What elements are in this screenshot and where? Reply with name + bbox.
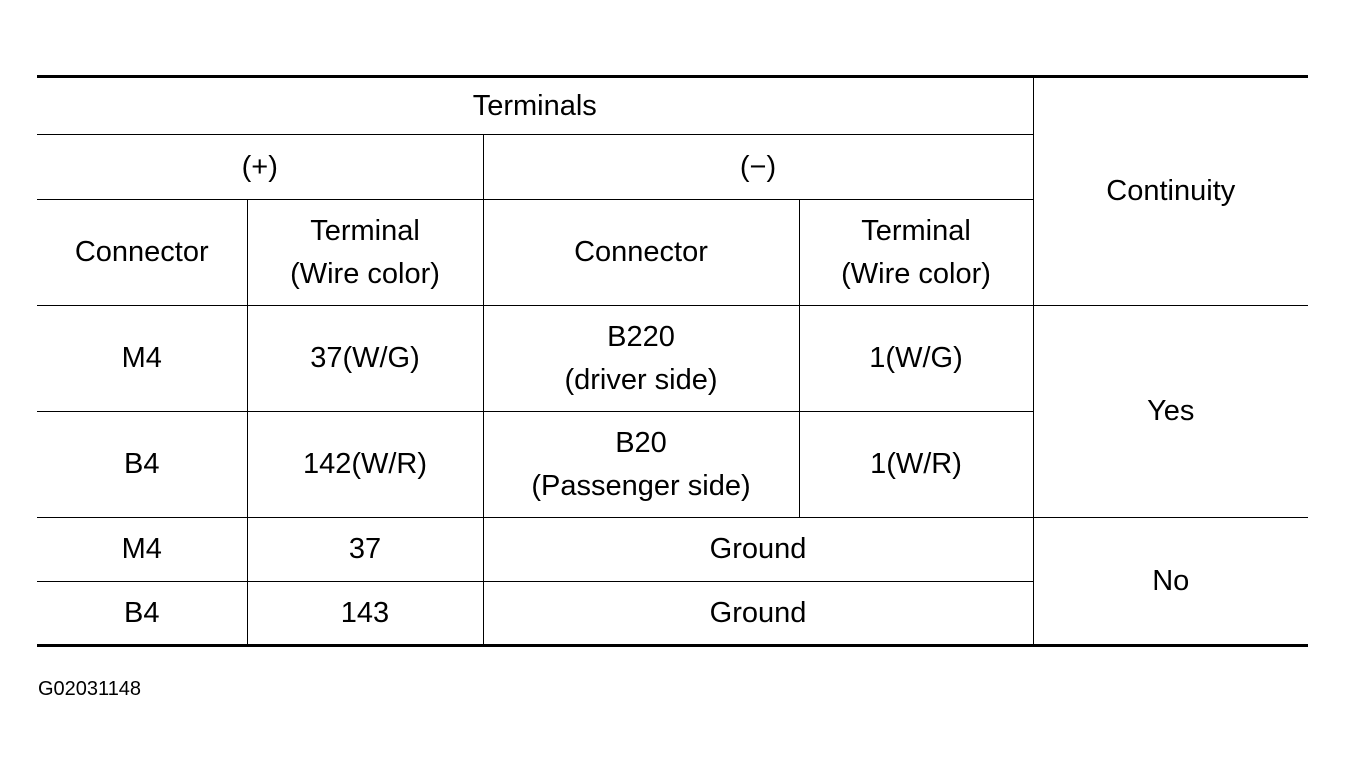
cell-plus-connector: B4 <box>37 411 248 518</box>
header-row-polarity: (+) (−) <box>37 134 1308 200</box>
header-row-columns: Connector Terminal (Wire color) Connecto… <box>37 199 1308 306</box>
header-continuity: Continuity <box>1032 76 1309 306</box>
table-row: B4 143 Ground <box>37 581 1308 646</box>
cell-minus-connector-line1: B20 <box>615 427 667 460</box>
cell-plus-terminal: 37 <box>246 517 484 582</box>
header-row-terminals: Terminals Continuity <box>37 76 1309 306</box>
cell-minus-connector: B20 (Passenger side) <box>482 411 800 518</box>
cell-minus-connector-line1: B220 <box>607 321 675 354</box>
cell-continuity-no: No <box>1032 517 1309 646</box>
header-minus-terminal-line1: Terminal <box>861 215 971 248</box>
cell-plus-connector: M4 <box>37 517 248 582</box>
figure-id: G02031148 <box>38 678 142 700</box>
cell-continuity-yes: Yes <box>1032 305 1309 518</box>
header-minus-terminal-line2: (Wire color) <box>841 257 991 290</box>
header-minus-connector: Connector <box>482 199 800 306</box>
continuity-table-wrapper: Terminals Continuity (+) (−) Connector T… <box>37 75 1309 647</box>
header-minus-terminal: Terminal (Wire color) <box>798 199 1034 306</box>
cell-minus-terminal: 1(W/R) <box>798 411 1034 518</box>
cell-plus-terminal: 142(W/R) <box>246 411 484 518</box>
continuity-table: Terminals Continuity (+) (−) Connector T… <box>37 75 1309 647</box>
cell-plus-terminal: 37(W/G) <box>246 305 484 412</box>
header-minus: (−) <box>482 134 1034 200</box>
header-plus-connector: Connector <box>37 199 248 306</box>
header-terminals: Terminals <box>37 76 1034 135</box>
cell-minus-terminal: 1(W/G) <box>798 305 1034 412</box>
header-plus-terminal-line2: (Wire color) <box>290 257 440 290</box>
cell-minus-connector-line2: (driver side) <box>564 363 718 396</box>
cell-minus-ground: Ground <box>482 517 1034 582</box>
header-plus-terminal: Terminal (Wire color) <box>246 199 484 306</box>
cell-plus-connector: B4 <box>37 581 248 646</box>
cell-minus-ground: Ground <box>482 581 1034 646</box>
header-plus: (+) <box>37 134 484 200</box>
table-row: M4 37(W/G) B220 (driver side) 1(W/G) Yes <box>37 305 1309 518</box>
cell-plus-terminal: 143 <box>246 581 484 646</box>
cell-plus-connector: M4 <box>37 305 248 412</box>
table-row: B4 142(W/R) B20 (Passenger side) 1(W/R) <box>37 411 1308 518</box>
header-plus-terminal-line1: Terminal <box>310 215 420 248</box>
cell-minus-connector-line2: (Passenger side) <box>531 469 751 502</box>
table-row: M4 37 Ground No <box>37 517 1309 646</box>
cell-minus-connector: B220 (driver side) <box>482 305 800 412</box>
